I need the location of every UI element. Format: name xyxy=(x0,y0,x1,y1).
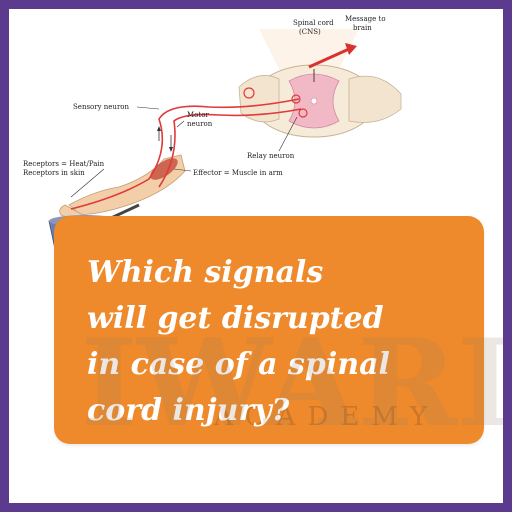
motor-neuron-path xyxy=(158,108,302,188)
label-motor-neuron-2: neuron xyxy=(187,120,213,128)
label-receptors-1: Receptors = Heat/Pain xyxy=(23,160,105,168)
label-effector: Effector = Muscle in arm xyxy=(193,169,283,177)
label-relay-neuron: Relay neuron xyxy=(247,152,295,160)
reflex-arc-diagram: Spinal cord (CNS) Message to brain Senso… xyxy=(23,15,402,249)
question-line: in case of a spinal xyxy=(87,347,390,382)
sensory-neuron-path xyxy=(70,87,308,210)
question-line: will get disrupted xyxy=(87,301,384,336)
question-text: Which signals will get disrupted in case… xyxy=(87,250,467,434)
label-message-to: Message to xyxy=(345,15,386,23)
image-frame: Spinal cord (CNS) Message to brain Senso… xyxy=(9,9,503,503)
question-line: Which signals xyxy=(87,255,324,290)
spinal-cord xyxy=(238,64,402,138)
question-line: cord injury? xyxy=(87,393,290,428)
question-card: ACADEMY Which signals will get disrupted… xyxy=(54,216,484,444)
label-motor-neuron-1: Motor xyxy=(187,111,209,119)
label-sensory-neuron: Sensory neuron xyxy=(73,103,129,111)
watermark-academy: ACADEMY xyxy=(214,402,440,432)
label-spinal-cord: Spinal cord xyxy=(293,19,334,27)
label-receptors-2: Receptors in skin xyxy=(23,169,85,177)
label-brain: brain xyxy=(353,24,372,32)
message-to-brain-arrow xyxy=(308,47,350,69)
label-cns: (CNS) xyxy=(299,28,321,36)
